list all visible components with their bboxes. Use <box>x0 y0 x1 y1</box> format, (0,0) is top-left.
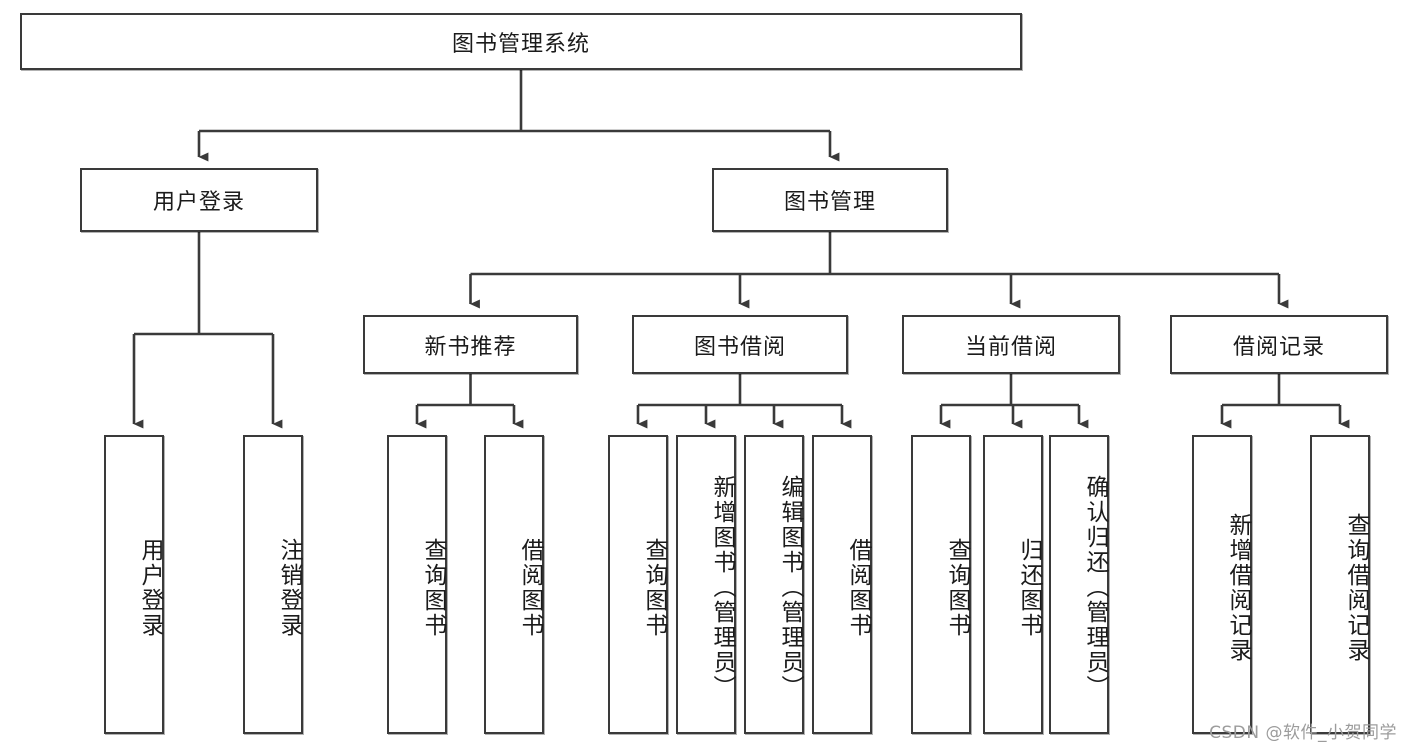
leaf-node-3[interactable]: 查询图书 <box>387 435 447 734</box>
level3-node-4[interactable]: 借阅记录 <box>1170 315 1388 374</box>
leaf-node-2[interactable]: 注销登录 <box>243 435 303 734</box>
node-label: 编辑图书（管理员） <box>777 475 803 700</box>
node-label: 当前借阅 <box>964 334 1057 360</box>
node-label: 借阅图书 <box>845 537 871 638</box>
node-label: 查询图书 <box>641 537 667 638</box>
node-label: 确认归还（管理员） <box>1082 475 1108 700</box>
node-label: 查询图书 <box>420 537 446 638</box>
node-label: 新增借阅记录 <box>1225 512 1251 663</box>
leaf-node-8[interactable]: 借阅图书 <box>812 435 872 734</box>
node-label: 用户登录 <box>137 537 163 638</box>
node-label: 借阅记录 <box>1232 334 1325 360</box>
node-label: 新书推荐 <box>424 334 517 360</box>
node-label: 查询借阅记录 <box>1343 512 1369 663</box>
node-label: 用户登录 <box>152 190 245 215</box>
leaf-node-6[interactable]: 新增图书（管理员） <box>676 435 736 734</box>
node-label: 查询图书 <box>944 537 970 638</box>
node-label: 注销登录 <box>276 537 302 638</box>
node-label: 新增图书（管理员） <box>709 475 735 700</box>
leaf-node-5[interactable]: 查询图书 <box>608 435 668 734</box>
leaf-node-12[interactable]: 新增借阅记录 <box>1192 435 1252 734</box>
leaf-node-11[interactable]: 确认归还（管理员） <box>1049 435 1109 734</box>
leaf-node-4[interactable]: 借阅图书 <box>484 435 544 734</box>
node-label: 借阅图书 <box>517 537 543 638</box>
node-label: 归还图书 <box>1016 537 1042 638</box>
level3-node-2[interactable]: 图书借阅 <box>632 315 848 374</box>
leaf-node-1[interactable]: 用户登录 <box>104 435 164 734</box>
root-node-1[interactable]: 图书管理系统 <box>20 13 1022 70</box>
leaf-node-10[interactable]: 归还图书 <box>983 435 1043 734</box>
node-label: 图书管理 <box>783 190 876 215</box>
leaf-node-7[interactable]: 编辑图书（管理员） <box>744 435 804 734</box>
level3-node-1[interactable]: 新书推荐 <box>363 315 578 374</box>
leaf-node-9[interactable]: 查询图书 <box>911 435 971 734</box>
leaf-node-13[interactable]: 查询借阅记录 <box>1310 435 1370 734</box>
level2-node-2[interactable]: 图书管理 <box>712 168 948 232</box>
level3-node-3[interactable]: 当前借阅 <box>902 315 1120 374</box>
node-label: 图书管理系统 <box>451 31 590 57</box>
level2-node-1[interactable]: 用户登录 <box>80 168 318 232</box>
node-label: 图书借阅 <box>693 334 786 360</box>
